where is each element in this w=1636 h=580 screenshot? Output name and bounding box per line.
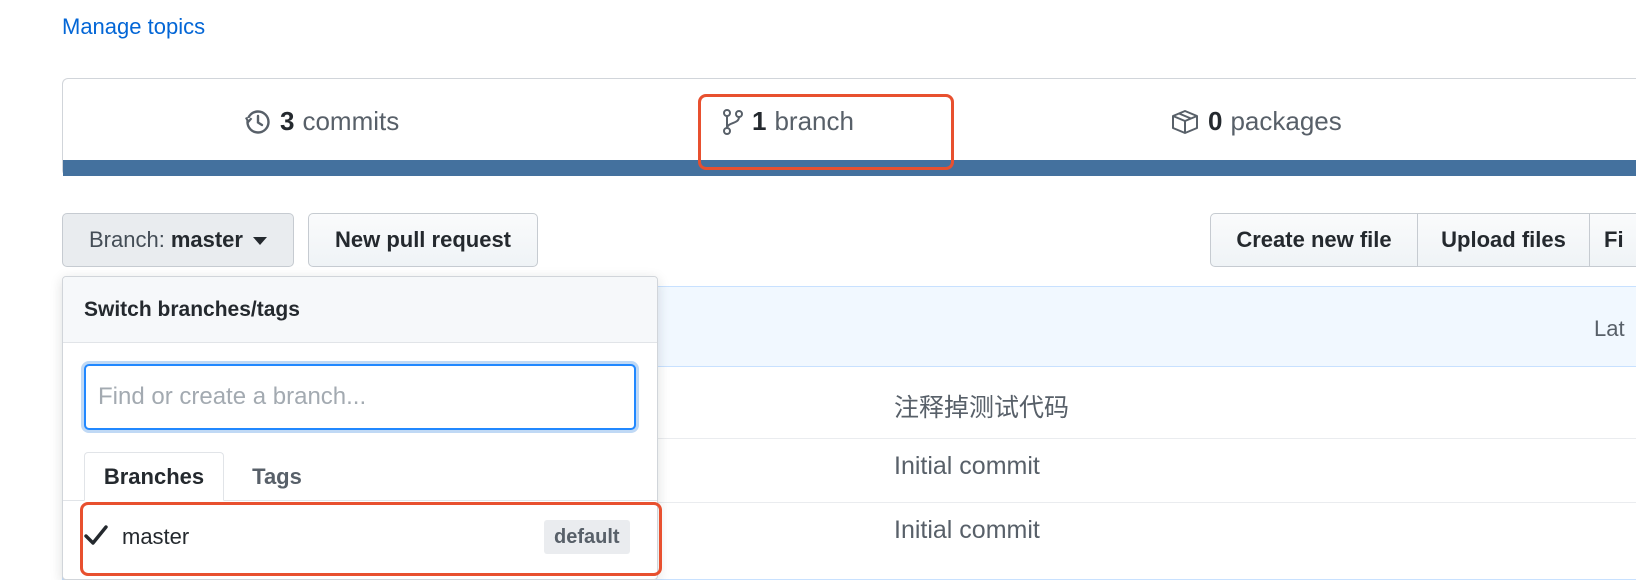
new-pull-request-button[interactable]: New pull request bbox=[308, 213, 538, 267]
create-new-file-button[interactable]: Create new file bbox=[1210, 213, 1418, 267]
tabs-divider bbox=[63, 500, 657, 501]
branch-select-prefix: Branch: bbox=[89, 227, 165, 252]
packages-link[interactable]: 0 packages bbox=[1170, 106, 1342, 137]
latest-commit-label: Lat bbox=[1594, 316, 1625, 341]
branch-count-highlight bbox=[698, 94, 954, 170]
branch-select-name: master bbox=[170, 227, 243, 252]
branch-filter-input[interactable] bbox=[84, 364, 636, 430]
file-row-message[interactable]: Initial commit bbox=[894, 452, 1040, 480]
commits-link[interactable]: 3 commits bbox=[244, 106, 399, 137]
find-file-button[interactable]: Fi bbox=[1590, 213, 1636, 267]
tab-tags[interactable]: Tags bbox=[252, 463, 302, 489]
file-row-message[interactable]: Initial commit bbox=[894, 516, 1040, 544]
branches-count: 1 bbox=[752, 106, 767, 136]
dropdown-header bbox=[63, 277, 657, 343]
commits-count: 3 bbox=[280, 106, 295, 136]
package-icon bbox=[1170, 108, 1200, 136]
file-actions-group: Create new file Upload files Fi bbox=[1210, 213, 1636, 267]
row-divider bbox=[63, 438, 1636, 439]
upload-files-button[interactable]: Upload files bbox=[1418, 213, 1590, 267]
history-icon bbox=[244, 108, 272, 136]
master-branch-highlight bbox=[80, 502, 662, 576]
dropdown-title: Switch branches/tags bbox=[84, 298, 300, 321]
packages-count: 0 bbox=[1208, 106, 1223, 136]
packages-label: packages bbox=[1230, 106, 1342, 136]
commits-label: commits bbox=[302, 106, 400, 136]
row-divider bbox=[63, 502, 1636, 503]
git-branch-icon bbox=[722, 108, 744, 136]
check-icon bbox=[84, 524, 108, 551]
default-badge: default bbox=[544, 520, 630, 554]
branch-list-item-name: master bbox=[122, 524, 190, 549]
branch-select-button[interactable]: Branch: master bbox=[62, 213, 294, 267]
branches-label: branch bbox=[774, 106, 854, 136]
branches-link[interactable]: 1 branch bbox=[722, 106, 854, 137]
caret-down-icon bbox=[252, 237, 267, 245]
manage-topics-link[interactable]: Manage topics bbox=[62, 14, 206, 39]
tab-branches[interactable]: Branches bbox=[84, 452, 224, 501]
file-row-message[interactable]: 注释掉测试代码 bbox=[894, 394, 1070, 422]
